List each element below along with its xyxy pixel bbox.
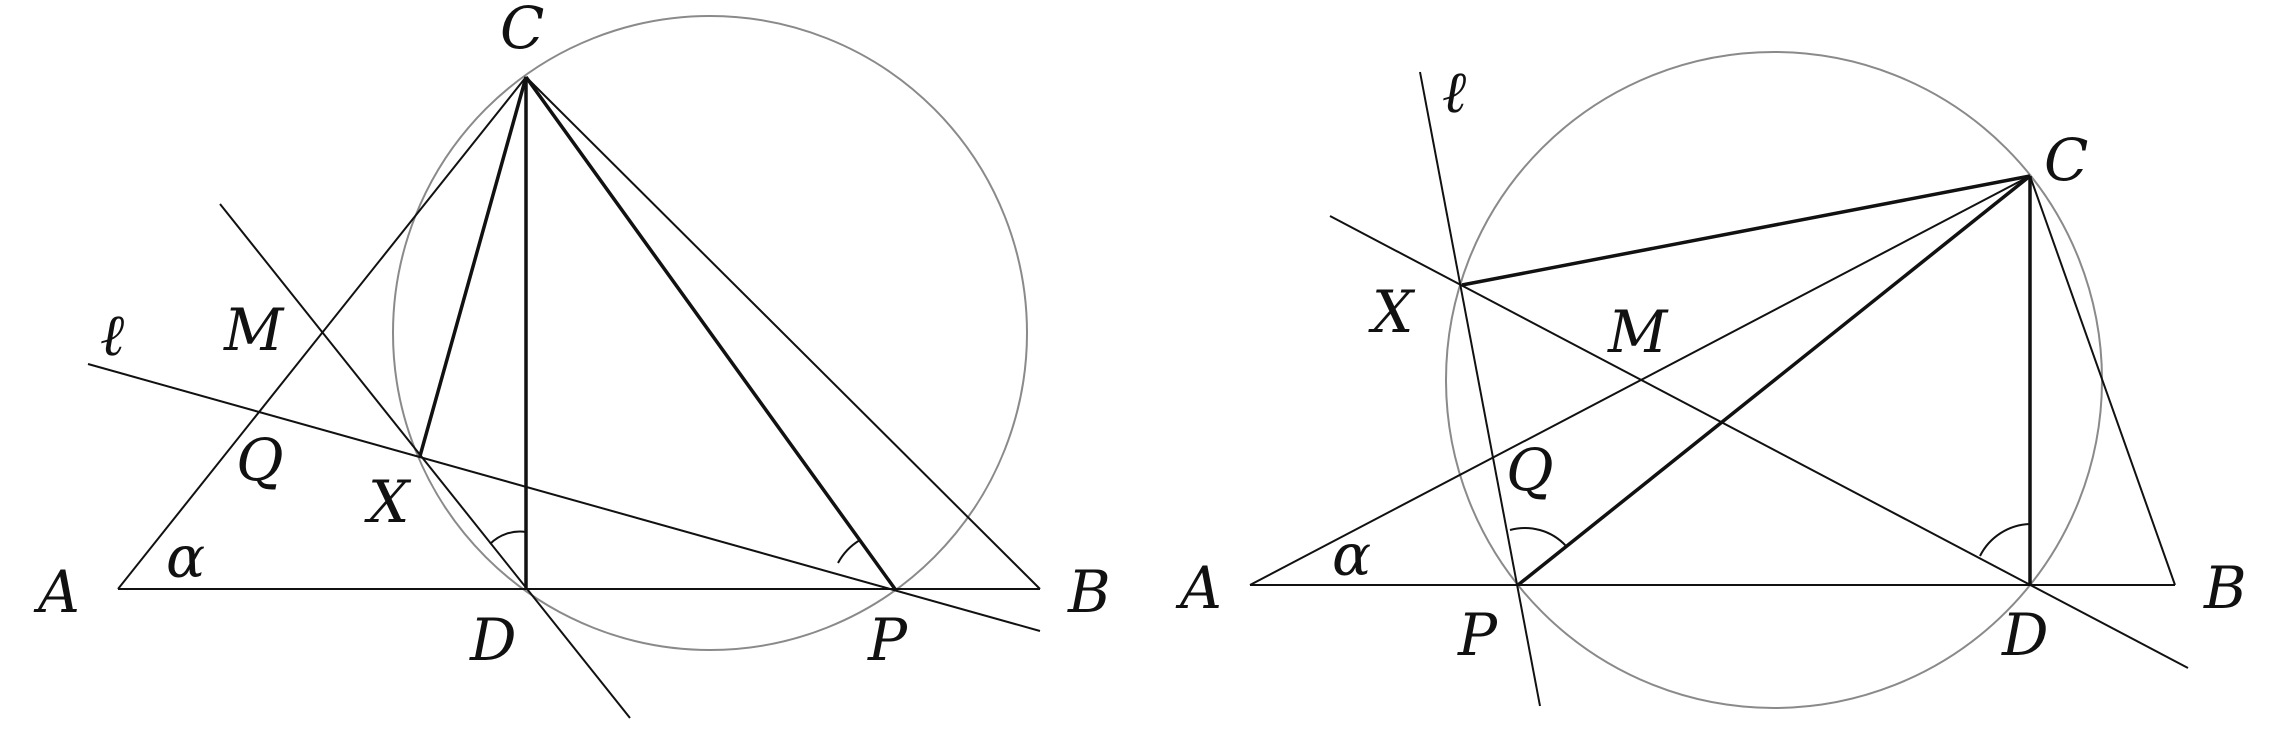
- left-label-D: D: [469, 606, 517, 674]
- left-label-P: P: [867, 606, 908, 674]
- left-segment-CP: [524, 75, 897, 591]
- left-label-X: X: [364, 468, 412, 536]
- right-figure: C A B D P X Q M ℓ α: [1175, 51, 2247, 709]
- right-segment-CB: [2029, 175, 2176, 586]
- left-figure: C A B D P X Q M ℓ α: [33, 0, 1111, 719]
- left-label-Q: Q: [236, 426, 284, 494]
- left-label-alpha: α: [166, 523, 205, 591]
- left-label-M: M: [223, 296, 285, 364]
- left-segment-CX: [418, 76, 528, 457]
- left-label-A: A: [33, 558, 80, 626]
- right-label-alpha: α: [1332, 521, 1371, 589]
- right-angle-marker-D: [1979, 523, 2031, 557]
- right-label-X: X: [1368, 278, 1416, 346]
- right-segment-AC: [1249, 175, 2031, 586]
- right-label-Q: Q: [1506, 436, 1554, 504]
- right-label-P: P: [1457, 601, 1498, 669]
- right-label-B: B: [2203, 554, 2247, 622]
- left-segment-CB: [525, 76, 1041, 590]
- left-angle-marker-P: [837, 539, 861, 564]
- left-label-ell: ℓ: [100, 301, 124, 369]
- right-label-C: C: [2044, 126, 2088, 194]
- right-label-D: D: [2001, 601, 2049, 669]
- left-line-ell: [87, 363, 1041, 632]
- right-label-A: A: [1175, 554, 1222, 622]
- left-line-MX: [219, 203, 631, 719]
- left-circumcircle: [392, 15, 1028, 651]
- right-line-ell: [1419, 71, 1541, 707]
- right-line-XD: [1329, 215, 2189, 669]
- right-label-ell: ℓ: [1442, 58, 1466, 126]
- right-segment-CX: [1461, 174, 2031, 287]
- right-segment-CP: [1516, 174, 2032, 587]
- left-label-C: C: [500, 0, 544, 62]
- left-label-B: B: [1067, 558, 1111, 626]
- right-angle-marker-P: [1509, 527, 1567, 547]
- right-label-M: M: [1607, 298, 1669, 366]
- left-angle-marker-D: [489, 530, 527, 545]
